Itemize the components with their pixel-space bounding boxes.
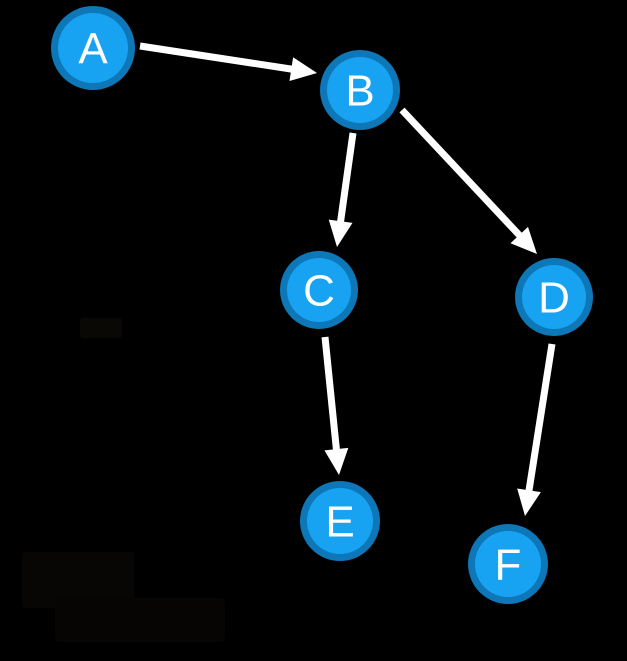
edge-line (336, 132, 357, 224)
background-artifact (55, 598, 225, 642)
node-body (287, 258, 351, 322)
graph-node-e: E (300, 481, 380, 561)
node-body (327, 57, 393, 123)
node-label: F (495, 541, 522, 590)
background-artifact (80, 318, 122, 338)
node-label: D (538, 274, 570, 323)
edge-a-to-b (139, 42, 317, 81)
node-label: C (303, 267, 335, 316)
edge-c-to-e (321, 336, 349, 475)
arrowhead-icon (289, 57, 317, 81)
edge-line (525, 343, 556, 493)
graph-node-d: D (515, 258, 593, 336)
node-body (307, 488, 373, 554)
graph-node-a: A (51, 6, 135, 90)
node-body (58, 13, 128, 83)
arrowhead-icon (517, 488, 541, 516)
node-label: E (325, 498, 354, 547)
edges-layer (139, 42, 556, 516)
edge-b-to-d (399, 107, 537, 254)
edge-d-to-f (517, 343, 556, 516)
node-label: B (345, 67, 374, 116)
arrowhead-icon (510, 226, 537, 254)
nodes-layer: A B C D E F (51, 6, 593, 604)
edge-line (399, 107, 524, 239)
edge-line (139, 42, 294, 73)
arrowhead-icon (324, 447, 349, 475)
background-artifacts-layer (22, 318, 225, 642)
graph-node-c: C (280, 251, 358, 329)
graph-node-b: B (320, 50, 400, 130)
arrowhead-icon (328, 219, 353, 247)
node-body (475, 531, 541, 597)
edge-line (321, 336, 341, 452)
background-artifact (22, 552, 134, 608)
edge-b-to-c (328, 132, 357, 247)
node-body (522, 265, 586, 329)
graph-node-f: F (468, 524, 548, 604)
node-label: A (78, 25, 108, 74)
